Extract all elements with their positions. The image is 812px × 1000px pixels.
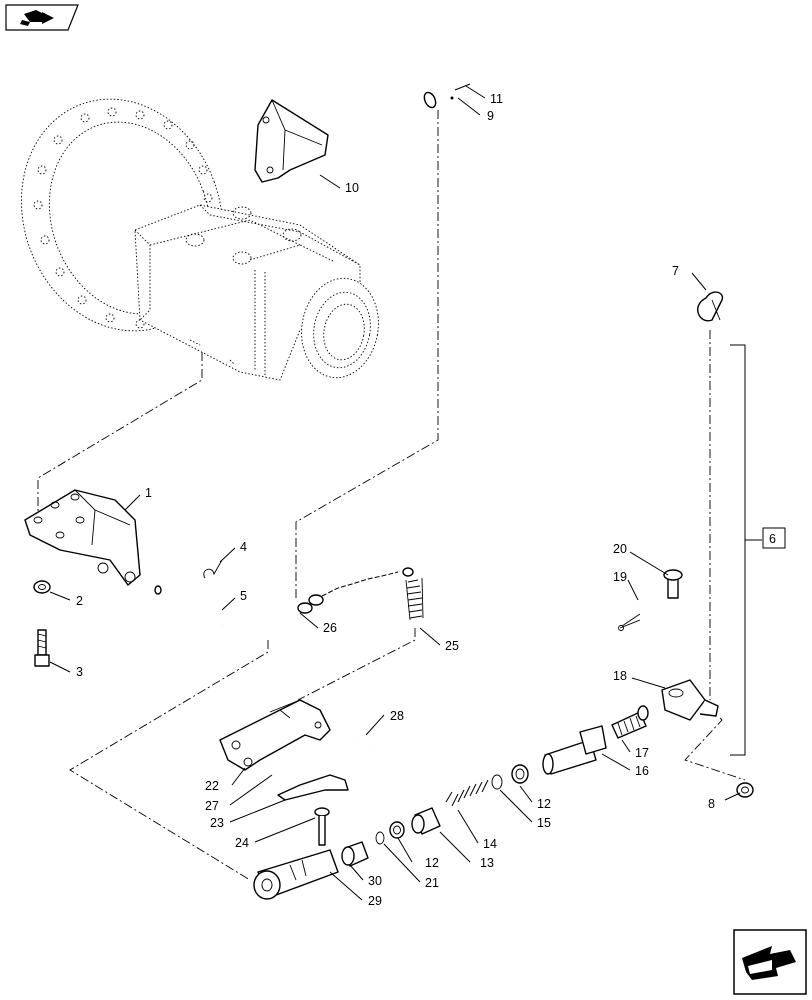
part-28-roll-pin (355, 737, 373, 749)
callout-12-right: 12 (537, 797, 551, 811)
callout-4: 4 (240, 540, 247, 554)
part-27-pin (267, 764, 297, 780)
callout-9: 9 (487, 109, 494, 123)
part-3-bolt (34, 629, 50, 667)
callout-2: 2 (76, 594, 83, 608)
callout-15: 15 (537, 816, 551, 830)
callout-20: 20 (613, 542, 627, 556)
callout-21: 21 (425, 876, 439, 890)
part-4-clip (203, 559, 223, 579)
callout-16: 16 (635, 764, 649, 778)
part-17-threaded-rod (611, 705, 649, 739)
part-18-clevis (661, 679, 719, 721)
callout-24: 24 (235, 836, 249, 850)
callout-18: 18 (613, 669, 627, 683)
part-22-lever-bracket (219, 699, 331, 771)
part-12-washer-left (389, 821, 405, 839)
part-2-washer (33, 580, 51, 594)
part-7-lynch-pin (697, 291, 724, 322)
transmission-housing (21, 98, 379, 381)
next-page-arrow-icon[interactable] (733, 929, 807, 995)
part-23-handle (277, 774, 349, 801)
part-20-clevis-pin (663, 569, 683, 599)
leader-lines (49, 85, 741, 901)
part-5-pin (154, 585, 223, 627)
part-13-bushing (411, 807, 441, 835)
callout-11: 11 (490, 92, 503, 106)
part-12-washer-right (511, 764, 529, 784)
callout-19: 19 (613, 570, 627, 584)
callout-14: 14 (483, 837, 497, 851)
callout-25: 25 (445, 639, 459, 653)
callout-1: 1 (145, 486, 152, 500)
part-1-bracket (24, 489, 141, 586)
callout-3: 3 (76, 665, 83, 679)
return-arrow-icon[interactable] (5, 4, 79, 31)
callout-labels: 1 2 3 4 5 6 7 8 9 10 11 12 12 13 14 15 1… (76, 92, 776, 908)
part-21-circlip (375, 831, 385, 845)
part-9-clip (450, 96, 454, 100)
part-19-cotter (618, 613, 641, 631)
part-16-tube (542, 725, 607, 775)
callout-22: 22 (205, 779, 219, 793)
callout-23: 23 (210, 816, 224, 830)
callout-28: 28 (390, 709, 404, 723)
callout-13: 13 (480, 856, 494, 870)
callout-29: 29 (368, 894, 382, 908)
part-24-grease-fitting (314, 807, 330, 846)
part-14-spring (445, 779, 489, 807)
callout-26: 26 (323, 621, 337, 635)
part-11-pin (454, 83, 471, 91)
assembly-6-bracket (730, 344, 786, 756)
callout-30: 30 (368, 874, 382, 888)
callout-17: 17 (635, 746, 649, 760)
assembly-lines (37, 110, 746, 881)
part-10-bracket-pin (254, 91, 437, 183)
part-29-clevis-end (253, 849, 339, 900)
part-15-circlip (491, 774, 503, 790)
callout-5: 5 (240, 589, 247, 603)
part-26-ring-chain (297, 571, 399, 614)
callout-12-left: 12 (425, 856, 439, 870)
callout-10: 10 (345, 181, 359, 195)
callout-6: 6 (769, 532, 776, 546)
callout-8: 8 (708, 797, 715, 811)
callout-7: 7 (672, 264, 679, 278)
part-30-sleeve (341, 841, 369, 867)
part-8-washer (736, 782, 754, 798)
callout-27: 27 (205, 799, 219, 813)
part-25-spring (402, 567, 424, 621)
